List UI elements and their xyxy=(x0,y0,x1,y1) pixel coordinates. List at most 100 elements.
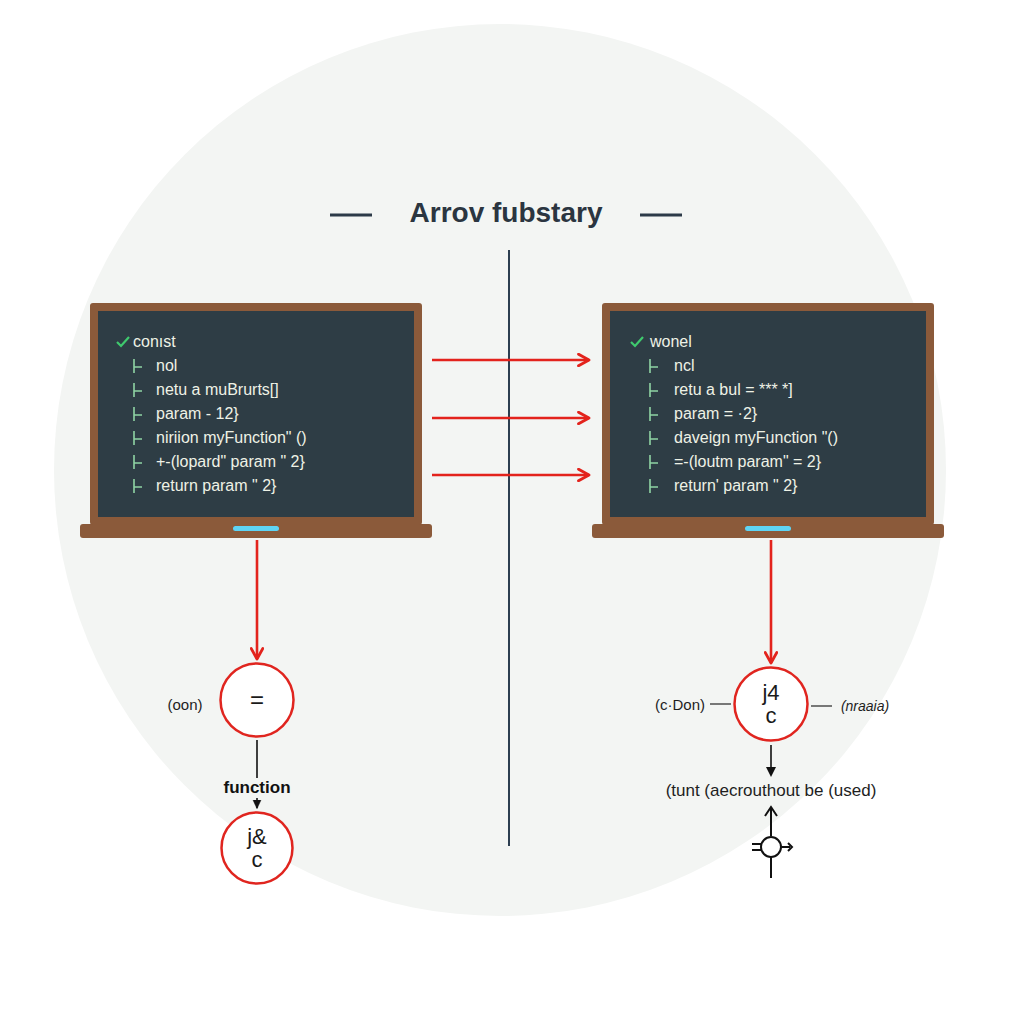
result-circle: j4c xyxy=(733,666,809,742)
leader-line xyxy=(710,703,731,704)
code-text: wonel xyxy=(650,333,692,350)
code-line-row: niriion myFunction" () xyxy=(98,426,404,450)
circle-outline-shape xyxy=(222,813,293,884)
code-line-row: return param " 2} xyxy=(98,474,404,498)
code-text: param = ·2} xyxy=(674,405,757,422)
board-light xyxy=(233,526,279,531)
connector-arrow xyxy=(432,474,589,477)
symbol-ring xyxy=(761,837,781,857)
leader-line xyxy=(811,705,832,706)
code-line-row: wonel xyxy=(610,330,916,354)
code-line-row: netu a muBrurts[] xyxy=(98,378,404,402)
circle-text: = xyxy=(250,687,264,712)
backdrop-disc xyxy=(54,24,946,916)
title-dash xyxy=(330,214,372,217)
code-line-row: +-(lopard" param " 2} xyxy=(98,450,404,474)
code-line-row: return' param " 2} xyxy=(610,474,916,498)
code-board: wonel ncl retu a bul = *** *] param = ·2} da… xyxy=(592,303,944,538)
tree-icon xyxy=(132,478,146,494)
diagram-label: (oon) xyxy=(167,696,202,713)
output-arrow xyxy=(770,745,772,768)
circle-content: j4c xyxy=(762,681,779,727)
circle-text: j4 xyxy=(762,681,779,704)
check-mark xyxy=(117,337,129,346)
tree-mark xyxy=(650,455,658,469)
diagram-title: Arrov fubstary xyxy=(410,197,603,229)
code-line-row: =-(loutm param" = 2} xyxy=(610,450,916,474)
symbol-tail xyxy=(770,857,772,878)
circle-outline-shape xyxy=(221,664,294,737)
check-mark xyxy=(631,337,643,346)
tree-icon xyxy=(648,454,662,470)
symbol-stub xyxy=(752,844,761,850)
symbol-stem xyxy=(770,808,772,836)
code-text: conıst xyxy=(133,333,176,350)
tree-mark xyxy=(650,407,658,421)
tree-icon xyxy=(132,454,146,470)
code-board: conıst nol netu a muBrurts[] param - 12} nir… xyxy=(80,303,432,538)
code-line-row: param - 12} xyxy=(98,402,404,426)
code-text: =-(loutm param" = 2} xyxy=(674,453,821,470)
check-icon xyxy=(630,334,644,350)
symbol-arrowhead xyxy=(765,807,777,816)
code-line-row: conıst xyxy=(98,330,404,354)
connector-arrow xyxy=(770,540,773,663)
tree-icon xyxy=(132,358,146,374)
output-symbol xyxy=(752,807,792,878)
connector-arrow xyxy=(256,540,259,659)
code-text: retu a bul = *** *] xyxy=(674,381,793,398)
diagram-label: (c·Don) xyxy=(655,696,705,713)
circle-text: j& xyxy=(247,825,267,848)
code-text: return' param " 2} xyxy=(674,477,797,494)
code-text: daveign myFunction "() xyxy=(674,429,838,446)
result-circle: j&c xyxy=(220,811,294,885)
diagram-label: (tunt (aecrouthout be (used) xyxy=(666,781,877,801)
code-screen: wonel ncl retu a bul = *** *] param = ·2} da… xyxy=(602,303,934,525)
code-text: param - 12} xyxy=(156,405,239,422)
code-text: +-(lopard" param " 2} xyxy=(156,453,305,470)
title-dash xyxy=(640,214,682,217)
code-line-row: ncl xyxy=(610,354,916,378)
check-icon xyxy=(116,334,130,350)
code-text: netu a muBrurts[] xyxy=(156,381,279,398)
circle-text: c xyxy=(247,848,267,871)
tree-mark xyxy=(134,407,142,421)
tree-icon xyxy=(648,430,662,446)
tree-mark xyxy=(650,359,658,373)
tree-icon xyxy=(648,406,662,422)
code-line-row: retu a bul = *** *] xyxy=(610,378,916,402)
output-arrowhead xyxy=(766,767,776,777)
tree-mark xyxy=(134,455,142,469)
tree-mark xyxy=(134,359,142,373)
tree-icon xyxy=(648,382,662,398)
tree-icon xyxy=(132,382,146,398)
tree-icon xyxy=(132,430,146,446)
tree-mark xyxy=(134,479,142,493)
circle-outline-shape xyxy=(735,668,808,741)
tree-mark xyxy=(650,479,658,493)
circle-text: c xyxy=(762,704,779,727)
code-text: niriion myFunction" () xyxy=(156,429,307,446)
circle-content: j&c xyxy=(247,825,267,871)
tree-mark xyxy=(650,431,658,445)
connector-arrow xyxy=(256,740,258,808)
code-text: return param " 2} xyxy=(156,477,276,494)
code-line-row: daveign myFunction "() xyxy=(610,426,916,450)
circle-content: = xyxy=(250,687,264,712)
tree-mark xyxy=(134,383,142,397)
tree-mark xyxy=(134,431,142,445)
code-screen: conıst nol netu a muBrurts[] param - 12} nir… xyxy=(90,303,422,525)
code-line-row: nol xyxy=(98,354,404,378)
board-light xyxy=(745,526,791,531)
code-text: nol xyxy=(156,357,177,374)
code-line-row: param = ·2} xyxy=(610,402,916,426)
diagram-label: (nraaia) xyxy=(841,698,889,714)
divider-line xyxy=(508,250,510,846)
tree-mark xyxy=(650,383,658,397)
result-circle: = xyxy=(219,662,295,738)
tree-icon xyxy=(648,358,662,374)
code-text: ncl xyxy=(674,357,694,374)
edge-label: function xyxy=(220,778,293,798)
symbol-stub xyxy=(781,843,792,851)
